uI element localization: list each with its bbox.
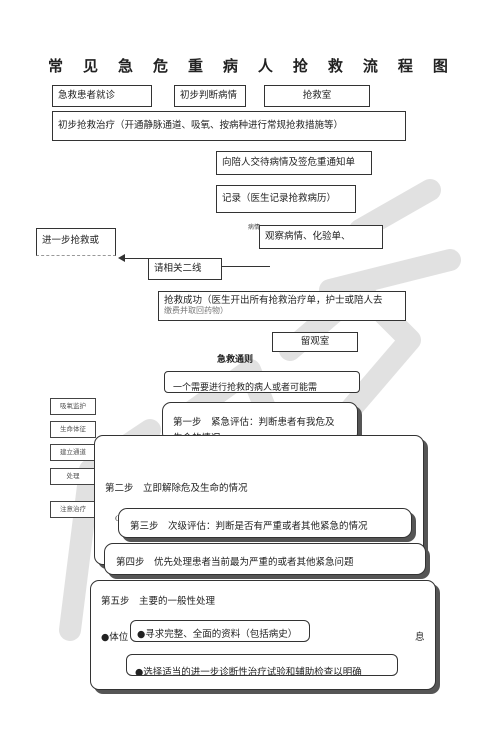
flow-small-label: 病情 [248,224,261,231]
title-char: 抢 [292,57,308,75]
step4-text: 第四步 优先处理患者当前最为严重的或者其他紧急问题 [116,557,354,568]
flow-box-observation-room: 留观室 [272,332,358,352]
side-item: 吸氧监护 [50,398,96,415]
step5-bullet1-end: 息 [415,632,425,643]
intro-box: 一个需要进行抢救的病人或者可能需 [164,371,360,393]
step2-small-label: C [115,515,120,523]
side-item: 生命体征 [50,421,96,438]
flow-box-emergency-room: 抢救室 [264,85,370,107]
title-char: 图 [432,57,448,75]
title-char: 流 [362,57,378,75]
step5-bullet2-box: ●寻求完整、全面的资料（包括病史） [130,620,310,642]
title-char: 见 [82,57,98,75]
flow-box-patient-visit: 急救患者就诊 [52,85,152,107]
arrow-left-icon [118,254,125,262]
connector-line [124,258,148,259]
section-heading: 急救通则 [217,355,254,365]
step5-bullet3: ●选择适当的进一步诊断性治疗试验和辅助检查以明确 [135,667,362,676]
flow-box-observe: 观察病情、化验单、 [259,225,383,249]
flow-box-call-specialist: 请相关二线 [148,258,222,280]
side-item: 注意治疗 [50,501,96,518]
title-char: 急 [117,57,133,75]
flow-box-initial-judgment: 初步判断病情 [174,85,246,107]
title-char: 人 [257,57,273,75]
intro-text: 一个需要进行抢救的病人或者可能需 [173,383,318,393]
rescue-success-line2: 缴费并取回药物） [164,306,228,315]
flow-box-rescue-success: 抢救成功（医生开出所有抢救治疗单，护士或陪人去 缴费并取回药物） [158,291,406,321]
side-item: 建立通道 [50,444,96,461]
step5-text: 第五步 主要的一般性处理 [101,596,216,607]
title-char: 程 [397,57,413,75]
step5-bullet2: ●寻求完整、全面的资料（包括病史） [137,629,298,640]
page-title: 常 见 急 危 重 病 人 抢 救 流 程 图 [48,55,448,76]
flow-box-initial-treatment: 初步抢救治疗（开通静脉通道、吸氧、按病种进行常规抢救措施等） [52,111,406,141]
side-item: 处理 [50,468,96,485]
title-char: 常 [48,57,64,75]
title-char: 病 [222,57,238,75]
title-char: 危 [152,57,168,75]
flow-box-record: 记录（医生记录抢救病历） [216,185,356,213]
step5-bullet1: ●体位 [101,632,129,643]
step3-text: 第三步 次级评估：判断是否有严重或者其他紧急的情况 [130,521,368,532]
title-char: 救 [327,57,343,75]
connector-line [222,266,270,267]
step5-bullet3-box: ●选择适当的进一步诊断性治疗试验和辅助检查以明确 [126,654,398,676]
rescue-success-line1: 抢救成功（医生开出所有抢救治疗单，护士或陪人去 [164,295,383,306]
step2-text: 第二步 立即解除危及生命的情况 [105,483,248,494]
flow-box-further-rescue: 进一步抢救或 [36,228,116,256]
step4-box: 第四步 优先处理患者当前最为严重的或者其他紧急问题 [104,543,426,575]
step3-box: 第三步 次级评估：判断是否有严重或者其他紧急的情况 [118,508,412,538]
title-char: 重 [187,57,203,75]
flow-box-inform-family: 向陪人交待病情及签危重通知单 [216,151,372,175]
step1-line1: 第一步 紧急评估：判断患者有我危及 [173,417,335,428]
